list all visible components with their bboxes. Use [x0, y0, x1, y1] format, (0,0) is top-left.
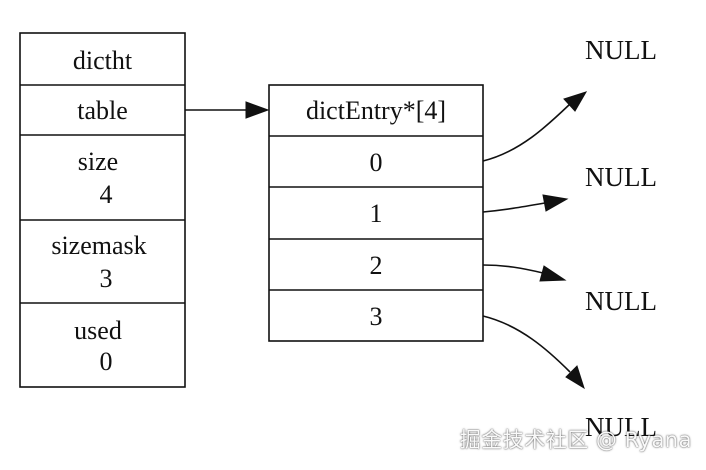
- dict-entry-array-header: dictEntry*[4]: [306, 96, 446, 125]
- dictht-struct: dictht table size 4 sizemask 3 used 0: [19, 32, 186, 388]
- null-edges: [482, 91, 588, 390]
- table-pointer-edge: [185, 101, 270, 119]
- watermark: 掘金技术社区 @ Ryana: [459, 428, 692, 452]
- arrowhead-icon: [565, 365, 585, 390]
- dict-entry-slot: 1: [370, 199, 383, 228]
- dictht-size-value: 4: [100, 180, 113, 209]
- arrowhead-icon: [563, 91, 588, 112]
- arrowhead-icon: [539, 265, 567, 282]
- dict-entry-slot: 0: [370, 148, 383, 177]
- null-label: NULL: [585, 286, 657, 316]
- arrowhead-icon: [542, 194, 569, 212]
- slot-1-edge: [482, 202, 546, 213]
- null-label: NULL: [585, 35, 657, 65]
- null-label: NULL: [585, 412, 657, 442]
- dict-entry-slot: 2: [370, 251, 383, 280]
- slot-3-edge: [482, 315, 571, 373]
- dict-entry-array-outline: [268, 84, 484, 342]
- dictht-outline: [19, 32, 186, 388]
- dictht-sizemask-label: sizemask: [51, 231, 146, 260]
- dictht-used-value: 0: [100, 347, 113, 376]
- arrowhead-icon: [245, 101, 270, 119]
- dictht-sizemask-value: 3: [100, 264, 113, 293]
- dictht-used-label: used: [74, 316, 122, 345]
- dictht-size-label: size: [78, 147, 118, 176]
- null-labels: NULL NULL NULL NULL: [585, 35, 657, 442]
- null-label: NULL: [585, 162, 657, 192]
- dict-entry-slot: 3: [370, 302, 383, 331]
- dict-entry-array: dictEntry*[4] 0 1 2 3: [268, 84, 484, 342]
- slot-0-edge: [482, 103, 571, 162]
- dictht-header: dictht: [73, 46, 133, 75]
- dictht-table-field: table: [77, 96, 128, 125]
- slot-2-edge: [482, 264, 544, 274]
